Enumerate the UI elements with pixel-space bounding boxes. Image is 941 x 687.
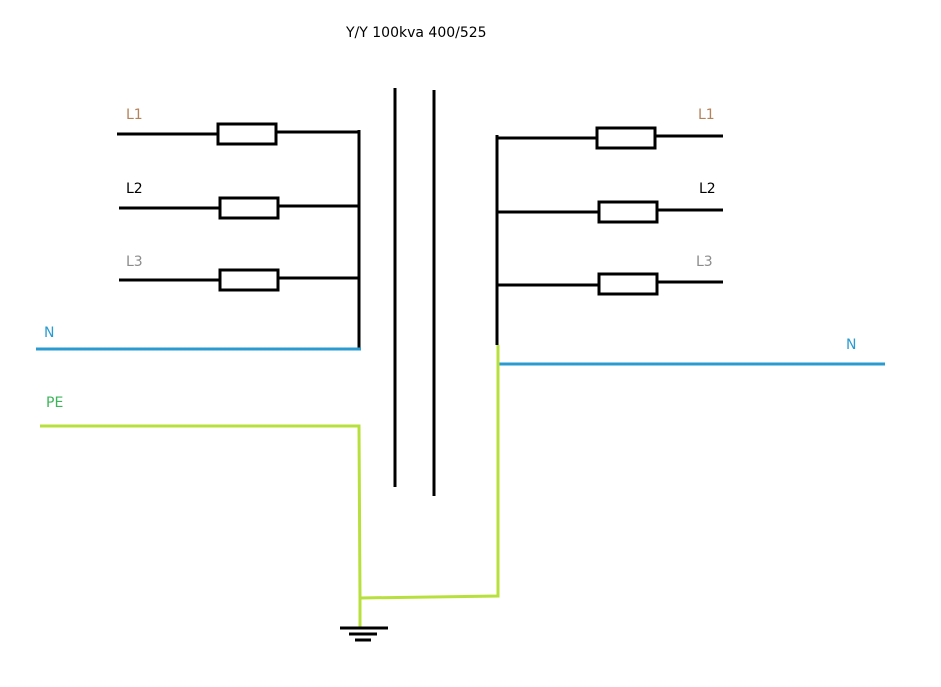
secondary-pe-link xyxy=(359,345,500,600)
secondary-l2-label: L2 xyxy=(699,181,716,197)
secondary-n-label: N xyxy=(846,337,856,353)
primary-pe-label: PE xyxy=(46,395,63,411)
diagram-title: Y/Y 100kva 400/525 xyxy=(345,25,487,41)
primary-n-label: N xyxy=(44,325,54,341)
secondary-l1-label: L1 xyxy=(698,107,715,123)
primary-l1-fuse xyxy=(216,122,278,146)
primary-side: L1 L2 L3 N PE xyxy=(36,107,362,599)
secondary-l2-fuse xyxy=(597,200,659,224)
secondary-l3-fuse xyxy=(597,272,659,296)
primary-l3-fuse xyxy=(218,268,280,292)
ground-icon xyxy=(340,598,388,642)
primary-l3-label: L3 xyxy=(126,254,143,270)
secondary-l1-fuse xyxy=(595,126,657,150)
primary-l1-label: L1 xyxy=(126,107,143,123)
primary-l2-label: L2 xyxy=(126,181,143,197)
secondary-side: L1 L2 L3 N xyxy=(359,107,885,600)
primary-l2-fuse xyxy=(218,196,280,220)
secondary-l3-label: L3 xyxy=(696,254,713,270)
pe-wire xyxy=(40,424,362,599)
